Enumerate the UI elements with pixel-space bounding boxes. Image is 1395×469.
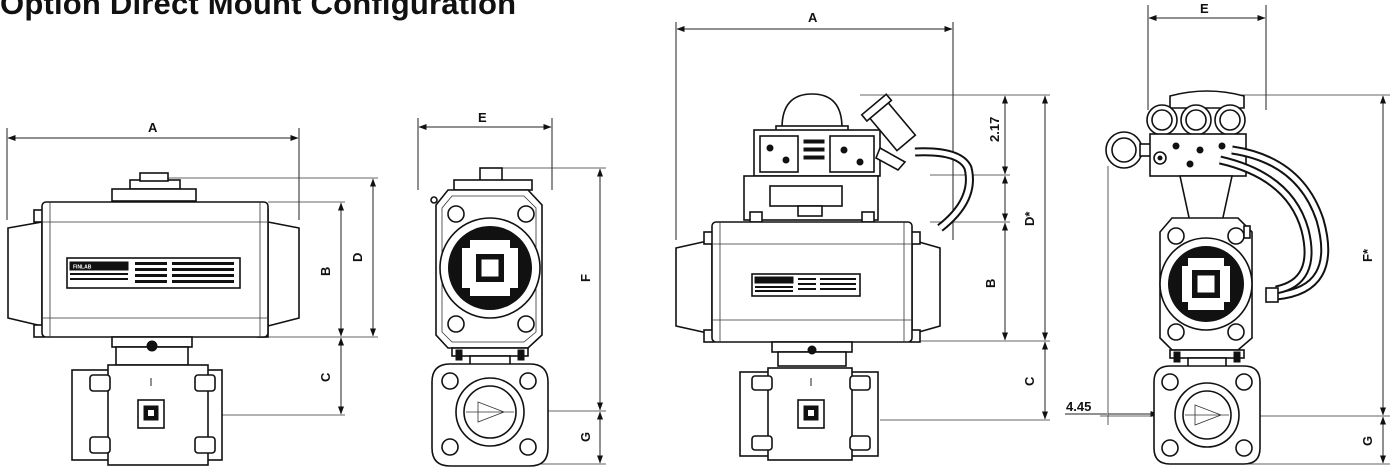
dim-label-217: 2.17 (987, 117, 1002, 142)
nameplate-logo: FINLAB (73, 265, 92, 271)
page-title: Option Direct Mount Configuration (0, 0, 517, 21)
view-side-switchbox: E F* G 4.45 (1065, 1, 1390, 465)
dim-label-a2: A (808, 10, 818, 25)
dim-label-g2: G (1360, 436, 1375, 446)
dim-label-dstar: D* (1022, 211, 1037, 226)
dim-label-g: G (578, 432, 593, 442)
dim-label-b: B (318, 267, 333, 276)
dim-label-b2: B (983, 279, 998, 288)
dim-label-c: C (318, 372, 333, 382)
dim-label-e: E (478, 110, 487, 125)
view-side-actuator: E F G (417, 110, 606, 467)
dim-label-445: 4.45 (1066, 399, 1091, 414)
dim-label-d: D (350, 253, 365, 262)
dim-label-fstar: F* (1360, 248, 1375, 262)
dim-label-f: F (578, 274, 593, 282)
view-front-switchbox: A 2.17 B D* C (675, 10, 1050, 461)
dim-label-c2: C (1022, 376, 1037, 386)
view-front-actuator: A B D C FINLAB (6, 120, 378, 466)
dim-label-a: A (148, 120, 158, 135)
dim-label-e2: E (1200, 1, 1209, 16)
